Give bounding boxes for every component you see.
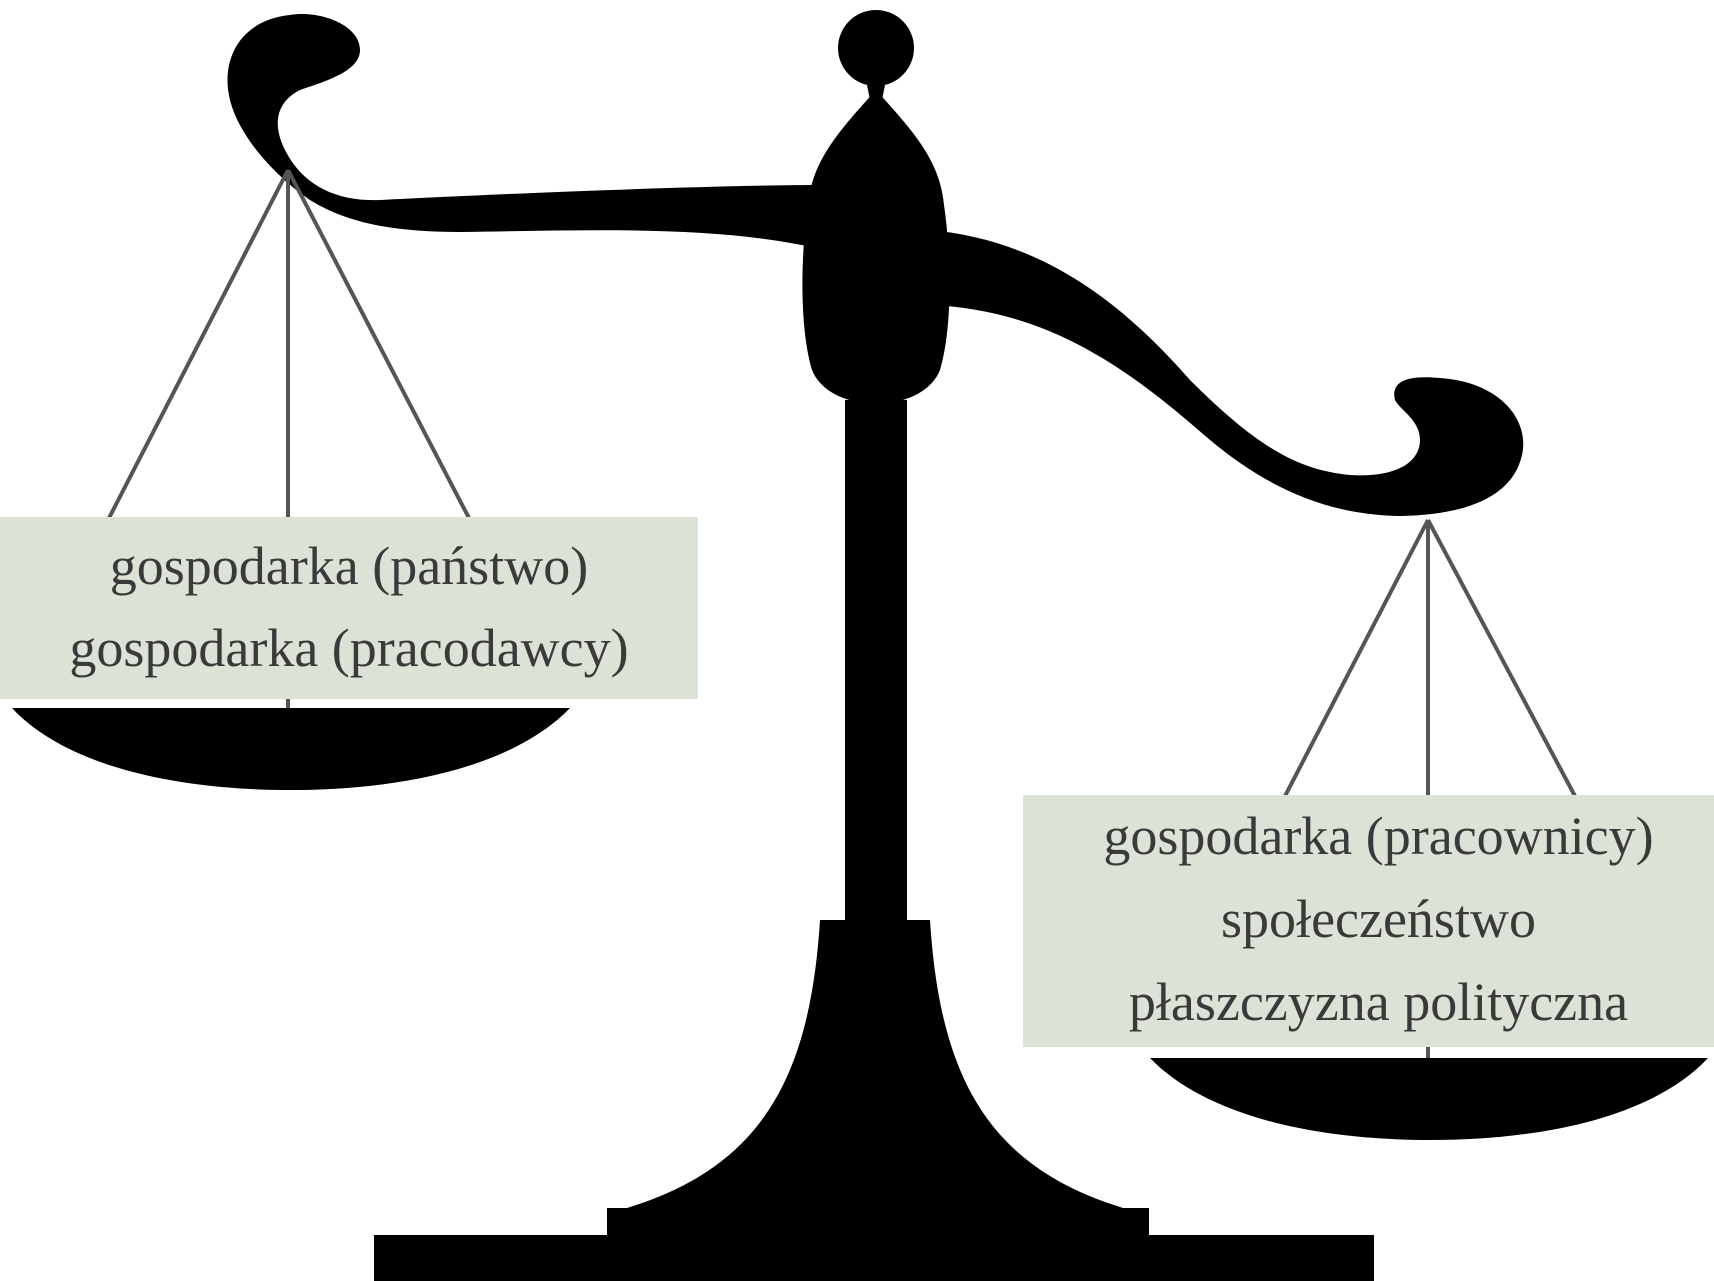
scale-pivot — [802, 90, 950, 404]
left-pan — [12, 708, 570, 790]
left-strings — [106, 169, 472, 715]
scale-base-step — [607, 1208, 1149, 1238]
left-pan-label: gospodarka (państwo) gospodarka (pracoda… — [0, 517, 698, 699]
right-pan — [1150, 1058, 1708, 1140]
right-pan-line-2: społeczeństwo — [1221, 889, 1536, 949]
scale-top-neck — [866, 80, 886, 110]
scale-base — [374, 1235, 1374, 1281]
left-pan-line-1: gospodarka (państwo) — [109, 536, 589, 596]
right-strings — [1282, 519, 1578, 1062]
right-pan-label: gospodarka (pracownicy) społeczeństwo pł… — [1023, 795, 1714, 1047]
right-pan-line-3: płaszczyzna polityczna — [1128, 972, 1629, 1032]
scale-top-knob — [838, 10, 914, 86]
scale-pillar — [845, 400, 907, 960]
scale-foot — [620, 920, 1130, 1210]
left-pan-line-2: gospodarka (pracodawcy) — [69, 618, 629, 678]
scale-right-arm — [930, 230, 1524, 516]
right-pan-line-1: gospodarka (pracownicy) — [1103, 806, 1654, 866]
scale-left-arm — [227, 14, 825, 250]
